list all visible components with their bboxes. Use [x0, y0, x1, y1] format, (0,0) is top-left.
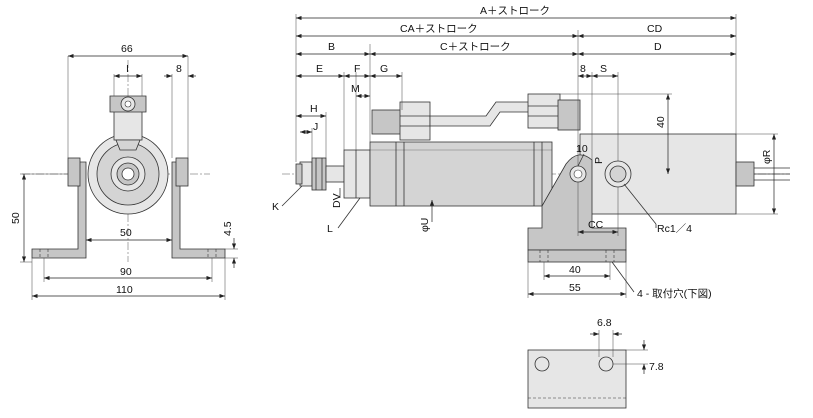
dim-D: D [654, 41, 662, 53]
dim-K: K [272, 201, 279, 213]
dim-40-horizontal: 40 [569, 264, 581, 276]
dim-40-vertical: 40 [655, 116, 667, 128]
dim-F: F [354, 63, 360, 75]
dim-10: 10 [576, 143, 588, 155]
dim-H: H [310, 103, 318, 115]
end-view: 66 I 8 50 4.5 50 90 110 [10, 43, 238, 300]
dim-A-stroke: A＋ストローク [480, 5, 550, 17]
dim-6-8: 6.8 [597, 317, 612, 329]
dim-phi-U: φU [419, 218, 431, 232]
dim-110: 110 [116, 284, 133, 296]
dim-8-left: 8 [176, 63, 182, 75]
dim-CD: CD [647, 23, 663, 35]
dim-90: 90 [120, 266, 132, 278]
dim-L: L [327, 223, 333, 235]
dim-4-5: 4.5 [222, 221, 234, 236]
dim-I: I [126, 63, 129, 75]
dim-C-stroke: C＋ストローク [440, 41, 511, 53]
dim-55: 55 [569, 282, 581, 294]
dim-M: M [351, 83, 360, 95]
mount-hole-detail: 6.8 7.8 [527, 317, 664, 409]
dim-CA-stroke: CA＋ストローク [400, 23, 478, 35]
dim-G: G [380, 63, 388, 75]
dim-CC: CC [588, 219, 604, 231]
dim-8-top: 8 [580, 63, 586, 75]
mount-holes-note: 4 - 取付穴(下図) [637, 287, 712, 300]
dim-50-horizontal: 50 [120, 227, 132, 239]
dim-phi-R: φR [761, 149, 773, 164]
dim-P: P [593, 157, 605, 164]
dim-Rc-1-4: Rc1／4 [657, 223, 692, 235]
dim-50-vertical: 50 [10, 212, 22, 224]
dim-J: J [313, 121, 318, 133]
dim-DV: DV [331, 193, 343, 208]
dim-66: 66 [121, 43, 133, 55]
dim-7-8: 7.8 [649, 361, 664, 373]
dim-S: S [600, 63, 607, 75]
dim-E: E [316, 63, 323, 75]
dim-B: B [328, 41, 335, 53]
side-view: A＋ストローク CA＋ストローク CD B C＋ストローク D E F G 8 … [272, 5, 790, 300]
